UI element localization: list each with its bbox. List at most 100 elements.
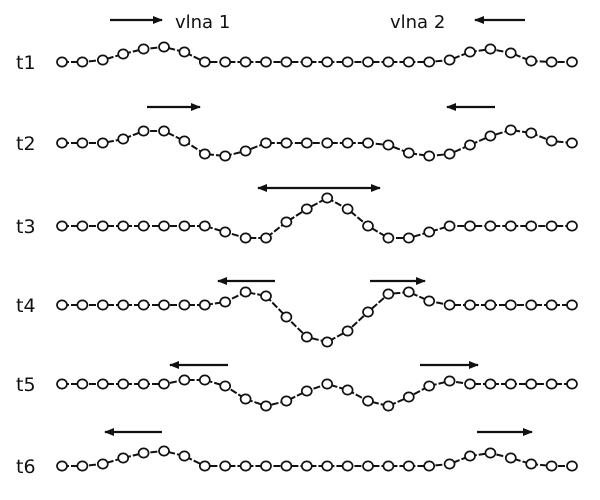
bead xyxy=(545,56,558,68)
bead xyxy=(362,306,374,318)
bead xyxy=(117,299,130,311)
bead xyxy=(525,220,538,232)
bead xyxy=(239,56,252,68)
bead xyxy=(464,450,476,462)
bead xyxy=(219,150,232,162)
bead xyxy=(239,393,252,405)
bead xyxy=(198,220,211,232)
bead xyxy=(504,124,517,136)
bead xyxy=(362,137,374,149)
string-line xyxy=(62,196,572,239)
bead xyxy=(443,458,456,470)
bead xyxy=(423,295,436,307)
bead xyxy=(382,460,395,472)
bead xyxy=(443,220,456,232)
bead xyxy=(484,220,497,232)
bead xyxy=(239,286,252,298)
bead xyxy=(443,299,456,311)
bead xyxy=(341,384,354,396)
bead xyxy=(545,135,558,147)
bead xyxy=(280,460,293,472)
bead xyxy=(464,139,476,151)
bead xyxy=(321,336,334,348)
bead xyxy=(504,220,517,232)
bead xyxy=(382,400,395,412)
bead xyxy=(158,125,170,137)
bead xyxy=(178,450,191,462)
string-t6 xyxy=(56,445,578,472)
bead xyxy=(219,380,232,392)
bead xyxy=(423,226,436,238)
row-label-t4: t4 xyxy=(16,295,36,317)
bead xyxy=(402,286,415,298)
bead xyxy=(56,460,68,472)
bead xyxy=(321,460,334,472)
bead xyxy=(525,127,538,139)
bead xyxy=(260,232,272,244)
bead xyxy=(300,460,313,472)
bead xyxy=(137,43,150,55)
bead xyxy=(76,56,89,68)
bead xyxy=(566,220,578,232)
bead xyxy=(260,400,272,412)
bead xyxy=(76,460,89,472)
bead xyxy=(402,232,415,244)
bead xyxy=(56,56,68,68)
bead xyxy=(566,460,578,472)
bead xyxy=(117,378,130,390)
string-t3 xyxy=(56,192,578,244)
row-label-t5: t5 xyxy=(16,374,36,396)
bead xyxy=(484,299,497,311)
bead xyxy=(525,378,538,390)
string-t5 xyxy=(56,374,578,412)
bead xyxy=(484,378,497,390)
bead xyxy=(158,299,170,311)
wave-2-label: vlna 2 xyxy=(390,12,445,33)
bead xyxy=(362,220,374,232)
bead xyxy=(198,460,211,472)
bead xyxy=(178,220,191,232)
bead xyxy=(300,137,313,149)
bead xyxy=(178,46,191,58)
string-t1 xyxy=(56,41,578,68)
bead xyxy=(300,203,313,215)
bead xyxy=(300,385,313,397)
bead xyxy=(484,130,497,142)
bead xyxy=(137,299,150,311)
bead xyxy=(504,452,517,464)
bead xyxy=(362,56,374,68)
bead xyxy=(137,220,150,232)
bead xyxy=(402,147,415,159)
bead xyxy=(504,299,517,311)
bead xyxy=(464,220,476,232)
bead xyxy=(382,288,395,300)
row-label-t6: t6 xyxy=(16,456,36,478)
bead xyxy=(56,299,68,311)
bead xyxy=(504,47,517,59)
bead xyxy=(76,378,89,390)
bead xyxy=(76,220,89,232)
bead xyxy=(178,299,191,311)
row-label-t2: t2 xyxy=(16,133,36,155)
bead xyxy=(341,460,354,472)
bead xyxy=(443,148,456,160)
bead xyxy=(158,445,170,457)
bead xyxy=(545,220,558,232)
bead xyxy=(321,192,334,204)
bead xyxy=(382,139,395,151)
bead xyxy=(423,56,436,68)
bead xyxy=(362,395,374,407)
bead xyxy=(484,447,497,459)
bead xyxy=(137,125,150,137)
bead xyxy=(158,220,170,232)
bead xyxy=(198,299,211,311)
bead xyxy=(76,137,89,149)
bead xyxy=(56,137,68,149)
bead xyxy=(239,145,252,157)
string-t2 xyxy=(56,124,578,162)
bead xyxy=(545,378,558,390)
bead xyxy=(96,54,109,66)
bead xyxy=(198,148,211,160)
